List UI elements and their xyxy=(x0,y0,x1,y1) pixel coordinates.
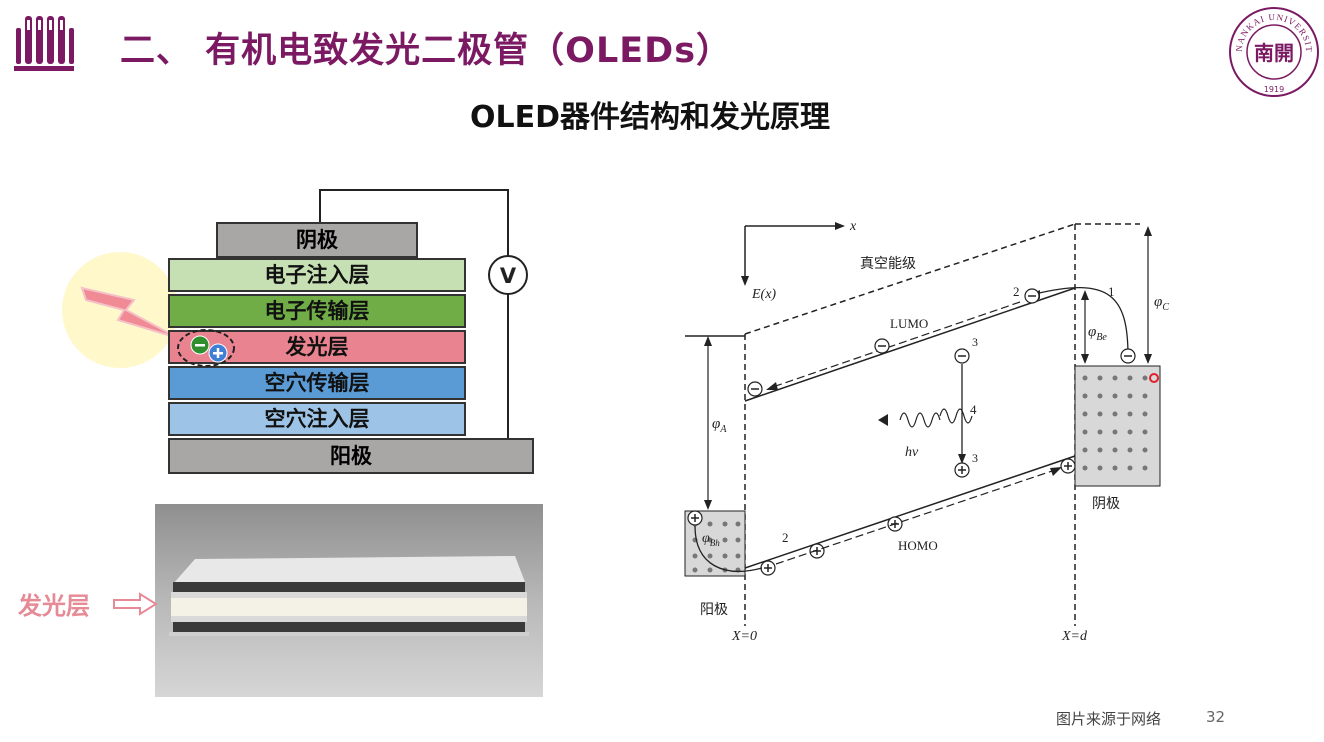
page-number: 32 xyxy=(1206,708,1226,726)
voltmeter-label: V xyxy=(500,264,517,288)
light-emission-bolt-icon xyxy=(80,286,179,339)
photon-label: hν xyxy=(905,445,919,460)
anode-label: 阳极 xyxy=(700,602,728,618)
page-title: 二、 有机电致发光二极管（OLEDs） xyxy=(120,31,733,71)
cathode-label: 阴极 xyxy=(1092,496,1120,512)
electron-injection-layer: 电子注入层 xyxy=(168,258,466,292)
step-3-hole-label: 3 xyxy=(972,451,978,465)
hole-injection-layer: 空穴注入层 xyxy=(168,402,466,436)
lumo-label: LUMO xyxy=(890,316,928,331)
phi-a-label: φA xyxy=(712,416,727,435)
vacuum-level-label: 真空能级 xyxy=(860,256,916,272)
x-d-label: X=d xyxy=(1061,629,1088,644)
x-zero-label: X=0 xyxy=(731,629,757,644)
anode-layer: 阳极 xyxy=(168,438,534,474)
exciton-icon xyxy=(177,329,235,367)
hole-transport-layer: 空穴传输层 xyxy=(168,366,466,400)
step-4-label: 4 xyxy=(970,402,977,417)
x-axis-label: x xyxy=(849,219,857,234)
phi-c-label: φC xyxy=(1154,294,1169,313)
image-source-note: 图片来源于网络 xyxy=(1056,710,1162,728)
step-2-electron-label: 2 xyxy=(1013,284,1020,299)
voltmeter-icon xyxy=(488,255,528,295)
cathode-layer: 阴极 xyxy=(216,222,418,258)
seal-year: 1919 xyxy=(1264,85,1284,94)
university-seal-logo: NANKAI UNIVERSITY 南開 1919 xyxy=(1228,6,1319,97)
oled-circuit-wiring: V xyxy=(62,189,528,438)
seal-center-text: 南開 xyxy=(1254,41,1294,65)
step-3-electron-label: 3 xyxy=(972,335,978,349)
y-axis-label: E(x) xyxy=(751,287,776,302)
phi-bh-label: φBh xyxy=(702,531,720,548)
test-tube-rack-icon xyxy=(14,16,74,71)
step-1-label: 1 xyxy=(1108,284,1115,299)
step-2-hole-label: 2 xyxy=(782,530,789,545)
page-subtitle: OLED器件结构和发光原理 xyxy=(469,100,830,135)
electron-transport-layer: 电子传输层 xyxy=(168,294,466,328)
energy-level-diagram: x E(x) 真空能级 LUMO HOMO 阳极 xyxy=(684,219,1169,644)
emissive-layer-pointer-label: 发光层 xyxy=(18,592,90,620)
arrow-right-icon xyxy=(113,592,158,616)
phi-be-label: φBe xyxy=(1088,324,1107,343)
homo-label: HOMO xyxy=(898,538,938,553)
oled-device-photo xyxy=(155,504,543,697)
